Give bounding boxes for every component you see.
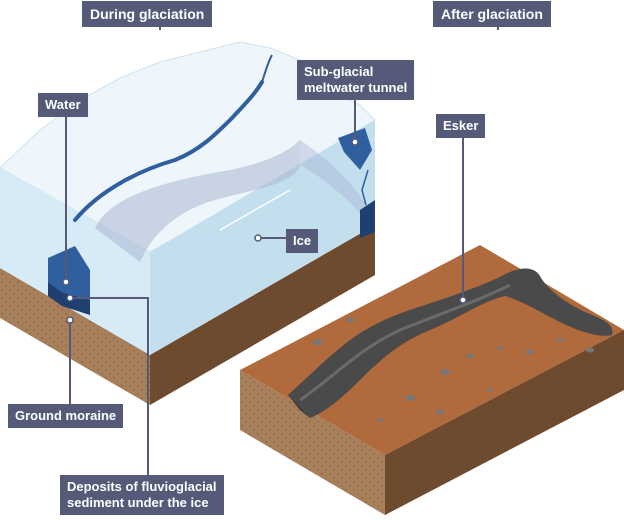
leader-lines bbox=[65, 24, 499, 475]
tunnel-mouth-water bbox=[338, 128, 372, 170]
crevasse bbox=[73, 80, 264, 222]
during-glaciation-label: During glaciation bbox=[82, 1, 213, 27]
glaciation-block bbox=[0, 41, 376, 405]
leader-dots bbox=[62, 138, 467, 324]
tunnel-label-line2: meltwater tunnel bbox=[304, 80, 408, 95]
water-pool bbox=[48, 246, 90, 300]
ground-moraine-label: Ground moraine bbox=[8, 404, 124, 428]
ice-label: Ice bbox=[286, 229, 319, 253]
esker-ridge bbox=[288, 268, 613, 418]
subglacial-tunnel bbox=[95, 140, 300, 262]
deposits-label-line1: Deposits of fluvioglacial bbox=[67, 479, 217, 494]
tunnel-exit-water bbox=[360, 200, 375, 238]
tunnel-label-line1: Sub-glacial bbox=[304, 64, 374, 79]
deposits-label: Deposits of fluvioglacial sediment under… bbox=[60, 475, 224, 515]
tunnel-label: Sub-glacial meltwater tunnel bbox=[297, 60, 415, 100]
boulders bbox=[313, 317, 594, 422]
water-label: Water bbox=[38, 93, 88, 117]
after-glaciation-label: After glaciation bbox=[433, 1, 551, 27]
esker-label: Esker bbox=[436, 114, 486, 138]
deposits-label-line2: sediment under the ice bbox=[67, 495, 209, 510]
after-block bbox=[240, 245, 624, 515]
